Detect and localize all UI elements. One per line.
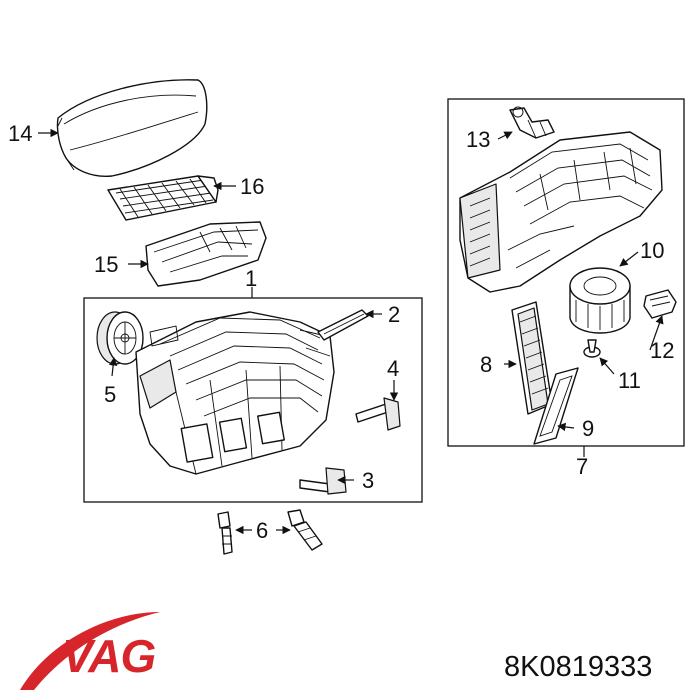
callout-16: 16 — [240, 174, 264, 199]
callout-15: 15 — [94, 252, 118, 277]
callout-4: 4 — [387, 356, 399, 381]
callout-6: 6 — [256, 518, 268, 543]
part-6-drain-hoses — [217, 509, 323, 555]
leader-lines — [38, 128, 664, 535]
callout-7: 7 — [576, 454, 588, 479]
callout-11: 11 — [618, 368, 641, 393]
part-3-flap-lever — [299, 467, 347, 495]
callout-3: 3 — [362, 468, 374, 493]
part-4-flap-lever — [355, 397, 401, 431]
part-14-cover — [56, 79, 208, 177]
callout-10: 10 — [640, 238, 664, 263]
part-15-duct — [145, 221, 267, 287]
part-13-connector — [509, 106, 555, 139]
part-1-heater-housing — [135, 311, 335, 475]
assembly-1-frame — [83, 297, 423, 503]
callout-5: 5 — [104, 382, 116, 407]
callout-labels: 14 16 15 1 2 5 4 3 6 13 10 8 12 11 9 7 — [8, 121, 674, 543]
assembly-7-frame — [447, 98, 685, 447]
callout-14: 14 — [8, 121, 32, 146]
part-8-cabin-filter — [511, 301, 553, 415]
part-7-blower-housing — [459, 131, 663, 293]
callout-9: 9 — [582, 416, 594, 441]
callout-8: 8 — [480, 352, 492, 377]
vag-logo: VAG — [20, 612, 160, 690]
part-12-resistor — [643, 289, 677, 319]
callout-13: 13 — [466, 127, 490, 152]
part-10-blower-motor — [569, 267, 631, 334]
part-number: 8K0819333 — [504, 651, 652, 683]
part-11-clip — [583, 339, 601, 358]
part-16-filter-grid — [107, 175, 219, 221]
logo-text: VAG — [62, 630, 155, 682]
logo-swoosh — [20, 612, 160, 690]
part-2-seal-strip — [317, 309, 369, 341]
part-9-seal-frame — [533, 367, 579, 445]
callout-12: 12 — [650, 338, 674, 363]
callout-2: 2 — [388, 302, 400, 327]
callout-1: 1 — [245, 266, 257, 291]
